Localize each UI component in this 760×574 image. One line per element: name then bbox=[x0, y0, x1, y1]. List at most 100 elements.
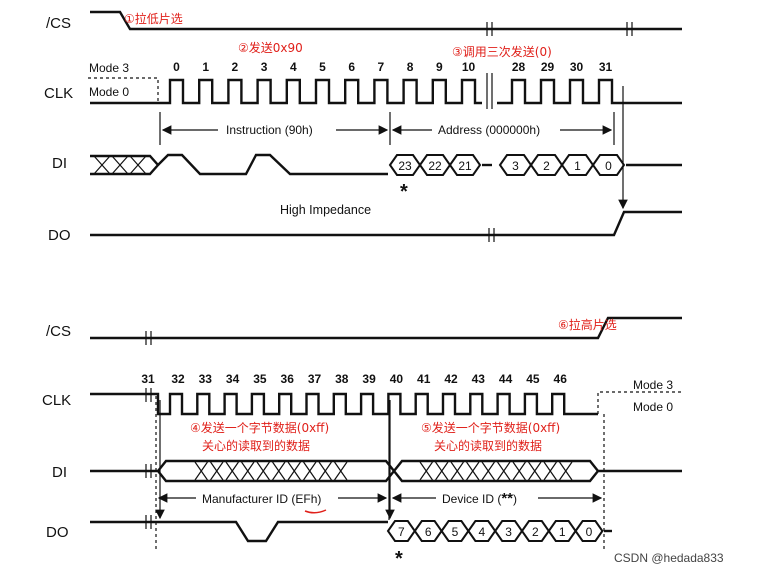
dontcare-mark bbox=[210, 461, 224, 481]
bottom-clk-number: 45 bbox=[526, 372, 540, 386]
top-cs-waveform bbox=[90, 10, 682, 31]
top-clk-number: 10 bbox=[462, 60, 476, 74]
top-clk-waveform bbox=[90, 78, 682, 105]
bottom-di-label: DI bbox=[52, 464, 67, 481]
bottom-cs-label: /CS bbox=[46, 323, 71, 340]
top-clk-number: 3 bbox=[261, 60, 268, 74]
dontcare-mark bbox=[194, 461, 208, 481]
bottom-clk-number: 34 bbox=[226, 372, 240, 386]
dontcare-mark bbox=[559, 461, 573, 481]
bottom-clk-number: 37 bbox=[308, 372, 322, 386]
top-do-break bbox=[488, 228, 495, 242]
bottom-do-bit-label: 0 bbox=[586, 525, 593, 539]
dontcare-mark bbox=[225, 461, 239, 481]
bottom-clk-number: 38 bbox=[335, 372, 349, 386]
top-clk-number: 7 bbox=[378, 60, 385, 74]
bottom-clk-number: 33 bbox=[199, 372, 213, 386]
bottom-do-bit-label: 6 bbox=[425, 525, 432, 539]
bottom-clk-number: 31 bbox=[141, 372, 155, 386]
top-clk-label: CLK bbox=[44, 85, 73, 102]
bottom-clk-waveform bbox=[90, 392, 598, 416]
bottom-star: * bbox=[395, 548, 403, 570]
annotation-cs-high: ⑥拉高片选 bbox=[558, 317, 617, 332]
top-instruction-span bbox=[159, 112, 615, 145]
bottom-clk-number: 36 bbox=[281, 372, 295, 386]
top-clk-number: 8 bbox=[407, 60, 414, 74]
annotation-cs-low: ①拉低片选 bbox=[124, 11, 183, 26]
bottom-clk-number: 35 bbox=[253, 372, 267, 386]
dontcare-mark bbox=[466, 461, 480, 481]
manufacturer-label: Manufacturer ID (EFh) bbox=[202, 492, 321, 506]
bottom-di-dontcare-b bbox=[419, 461, 573, 481]
top-clk-number: 0 bbox=[173, 60, 180, 74]
dontcare-mark bbox=[318, 461, 332, 481]
dontcare-mark bbox=[241, 461, 255, 481]
top-mode3-dashed bbox=[88, 77, 159, 103]
top-cs-label: /CS bbox=[46, 15, 71, 32]
bottom-do-bit-label: 3 bbox=[505, 525, 512, 539]
top-star: * bbox=[400, 181, 408, 203]
top-address-bit-label: 1 bbox=[574, 159, 581, 173]
bottom-clk-number: 44 bbox=[499, 372, 513, 386]
bottom-mode3-label: Mode 3 bbox=[633, 378, 673, 392]
annotation-care-b: 关心的读取到的数据 bbox=[434, 438, 542, 453]
dontcare-mark bbox=[497, 461, 511, 481]
top-clk-number: 31 bbox=[599, 60, 613, 74]
dontcare-mark bbox=[435, 461, 449, 481]
instruction-label: Instruction (90h) bbox=[226, 123, 313, 137]
top-clk-break bbox=[486, 73, 493, 109]
bottom-id-span bbox=[157, 414, 603, 520]
dontcare-mark bbox=[303, 461, 317, 481]
bottom-clk-number: 43 bbox=[472, 372, 486, 386]
manufacturer-underline bbox=[304, 509, 327, 514]
top-address-bit-label: 0 bbox=[605, 159, 612, 173]
dontcare-mark bbox=[256, 461, 270, 481]
top-clk-number: 30 bbox=[570, 60, 584, 74]
bottom-di-dontcare-a bbox=[194, 461, 348, 481]
bottom-di-break bbox=[145, 464, 152, 478]
dontcare-mark bbox=[528, 461, 542, 481]
top-clk-number: 9 bbox=[436, 60, 443, 74]
bottom-do-bit-label: 4 bbox=[478, 525, 485, 539]
annotation-send-byte-b: ⑤发送一个字节数据(0xff) bbox=[421, 420, 560, 435]
bottom-clk-label: CLK bbox=[42, 392, 71, 409]
bottom-clk-number: 42 bbox=[444, 372, 458, 386]
top-address-bit bbox=[448, 154, 482, 176]
bottom-do-break bbox=[145, 515, 152, 529]
bottom-do-label: DO bbox=[46, 524, 69, 541]
top-clk-number: 28 bbox=[512, 60, 526, 74]
dontcare-mark bbox=[272, 461, 286, 481]
bottom-clk-break bbox=[145, 388, 152, 402]
watermark: CSDN @hedada833 bbox=[614, 551, 724, 565]
top-clk-number: 1 bbox=[202, 60, 209, 74]
annotation-send-byte-a: ④发送一个字节数据(0xff) bbox=[190, 420, 329, 435]
bottom-clk-number: 41 bbox=[417, 372, 431, 386]
bottom-mode3-dashed bbox=[597, 391, 682, 414]
top-address-bit-label: 3 bbox=[512, 159, 519, 173]
top-clk-number: 4 bbox=[290, 60, 297, 74]
top-clk-number: 29 bbox=[541, 60, 555, 74]
top-cs-break bbox=[486, 22, 633, 36]
top-do-label: DO bbox=[48, 227, 71, 244]
device-label: Device ID (**) bbox=[442, 490, 517, 507]
bottom-clk-number: 40 bbox=[390, 372, 404, 386]
bottom-do-bit-label: 7 bbox=[398, 525, 405, 539]
dontcare-mark bbox=[543, 461, 557, 481]
dontcare-mark bbox=[287, 461, 301, 481]
top-address-bit bbox=[591, 154, 626, 176]
bottom-di-waveform bbox=[90, 459, 682, 483]
top-address-bit-label: 22 bbox=[428, 159, 442, 173]
bottom-clk-number: 32 bbox=[171, 372, 185, 386]
bottom-do-bit-label: 5 bbox=[452, 525, 459, 539]
annotation-send-zero: ③调用三次发送(0) bbox=[452, 44, 552, 59]
bottom-do-bit-label: 1 bbox=[559, 525, 566, 539]
top-address-bit-label: 23 bbox=[398, 159, 412, 173]
bottom-cs-break bbox=[145, 331, 152, 345]
top-clk-number: 6 bbox=[348, 60, 355, 74]
